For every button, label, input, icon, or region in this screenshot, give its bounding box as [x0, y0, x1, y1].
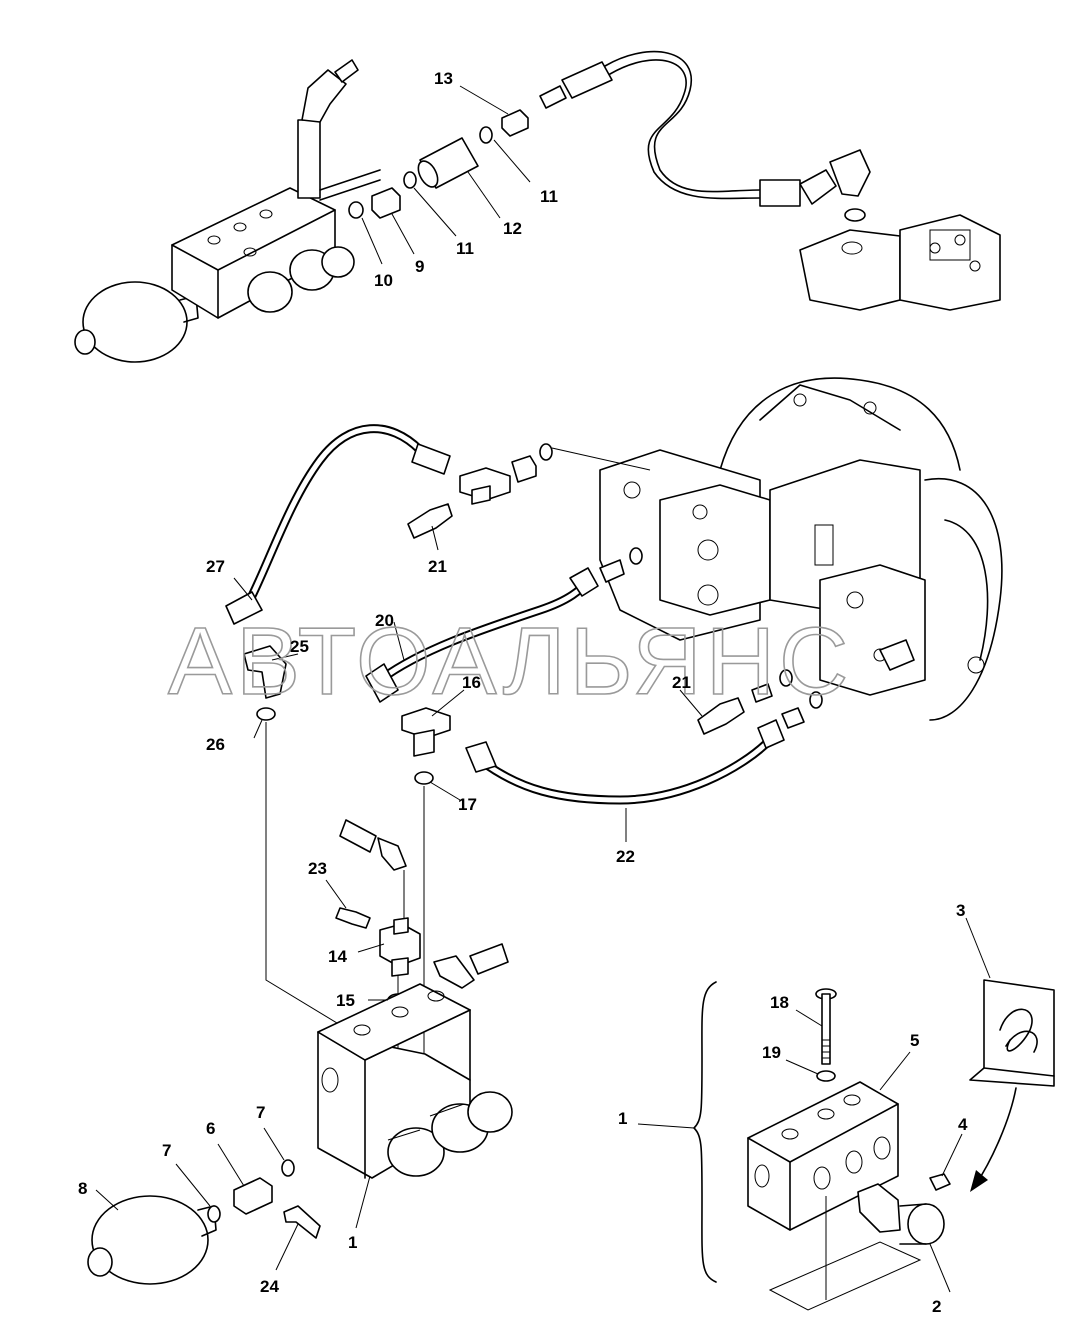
sensor-23 [335, 907, 371, 929]
washer-11-left [403, 171, 417, 189]
callout-24: 24 [260, 1277, 279, 1296]
adapter-9 [371, 187, 401, 219]
callout-8: 8 [78, 1179, 87, 1198]
gasket-plate [768, 1196, 922, 1311]
callout-9: 9 [415, 257, 424, 276]
plug-4 [929, 1173, 951, 1191]
tee-14 [379, 917, 421, 977]
callout-1-kit: 1 [618, 1109, 627, 1128]
callout-7-right: 7 [256, 1103, 265, 1122]
sensor-21-lower [697, 697, 745, 735]
washer-11-right [479, 126, 493, 144]
lower-adapter [751, 683, 773, 703]
o-ring-17 [414, 771, 434, 785]
kit-arrow-head [970, 1170, 988, 1192]
top-right-pump [799, 214, 1001, 311]
leader-lines [95, 85, 991, 1293]
callout-12: 12 [503, 219, 522, 238]
top-assembly [74, 50, 1001, 363]
lower-o-ring [779, 669, 793, 687]
callout-13: 13 [434, 69, 453, 88]
adapter-6 [233, 1177, 273, 1215]
hose-22 [465, 691, 823, 805]
callout-17: 17 [458, 795, 477, 814]
callout-23: 23 [308, 859, 327, 878]
o-ring-10 [348, 201, 364, 219]
callout-10: 10 [374, 271, 393, 290]
callout-6: 6 [206, 1119, 215, 1138]
o-ring-7-right [281, 1159, 295, 1177]
top-accumulator [74, 281, 199, 363]
fitting-13 [501, 109, 529, 137]
sensor-24 [283, 1205, 321, 1239]
washer-19 [816, 1070, 836, 1082]
valve-block-1 [317, 983, 513, 1179]
callout-18: 18 [770, 993, 789, 1012]
sensor-21-upper [407, 503, 453, 539]
tee-14-hoses [339, 819, 509, 989]
transmission-housing [599, 377, 1003, 721]
sleeve-12 [417, 137, 479, 189]
callout-2: 2 [932, 1297, 941, 1316]
tee-16 [401, 707, 451, 757]
callout-labels: 13 11 12 11 9 10 21 27 20 25 16 21 26 17… [78, 69, 968, 1316]
kit-bracket [693, 981, 717, 1283]
callout-19: 19 [762, 1043, 781, 1062]
solenoid-2 [857, 1183, 945, 1245]
callout-11-right: 11 [540, 187, 558, 206]
callout-21-upper: 21 [428, 557, 447, 576]
callout-3: 3 [956, 901, 965, 920]
callout-11-left: 11 [456, 239, 474, 258]
callout-26: 26 [206, 735, 225, 754]
top-right-o-ring [844, 208, 866, 222]
kit-arrow [975, 1087, 1017, 1185]
top-hose [539, 50, 871, 207]
callout-22: 22 [616, 847, 635, 866]
accumulator-8 [87, 1195, 217, 1285]
callout-14: 14 [328, 947, 347, 966]
top-valve-block [171, 59, 381, 319]
hose-27 [225, 424, 451, 625]
callout-15: 15 [336, 991, 355, 1010]
callout-7-left: 7 [162, 1141, 171, 1160]
bolt-18 [815, 988, 837, 1065]
callout-25: 25 [290, 637, 309, 656]
callout-16: 16 [462, 673, 481, 692]
upper-tee [459, 443, 553, 505]
callout-4: 4 [958, 1115, 968, 1134]
callout-20: 20 [375, 611, 394, 630]
seal-kit-3 [969, 979, 1055, 1087]
callout-21-lower: 21 [672, 673, 691, 692]
watermark-text: АВТОАЛЬЯНС [168, 608, 852, 715]
callout-1-main: 1 [348, 1233, 357, 1252]
callout-27: 27 [206, 557, 225, 576]
o-ring-26 [256, 707, 276, 721]
callout-5: 5 [910, 1031, 919, 1050]
o-ring-7-left [207, 1205, 221, 1223]
hose-20 [365, 547, 643, 703]
